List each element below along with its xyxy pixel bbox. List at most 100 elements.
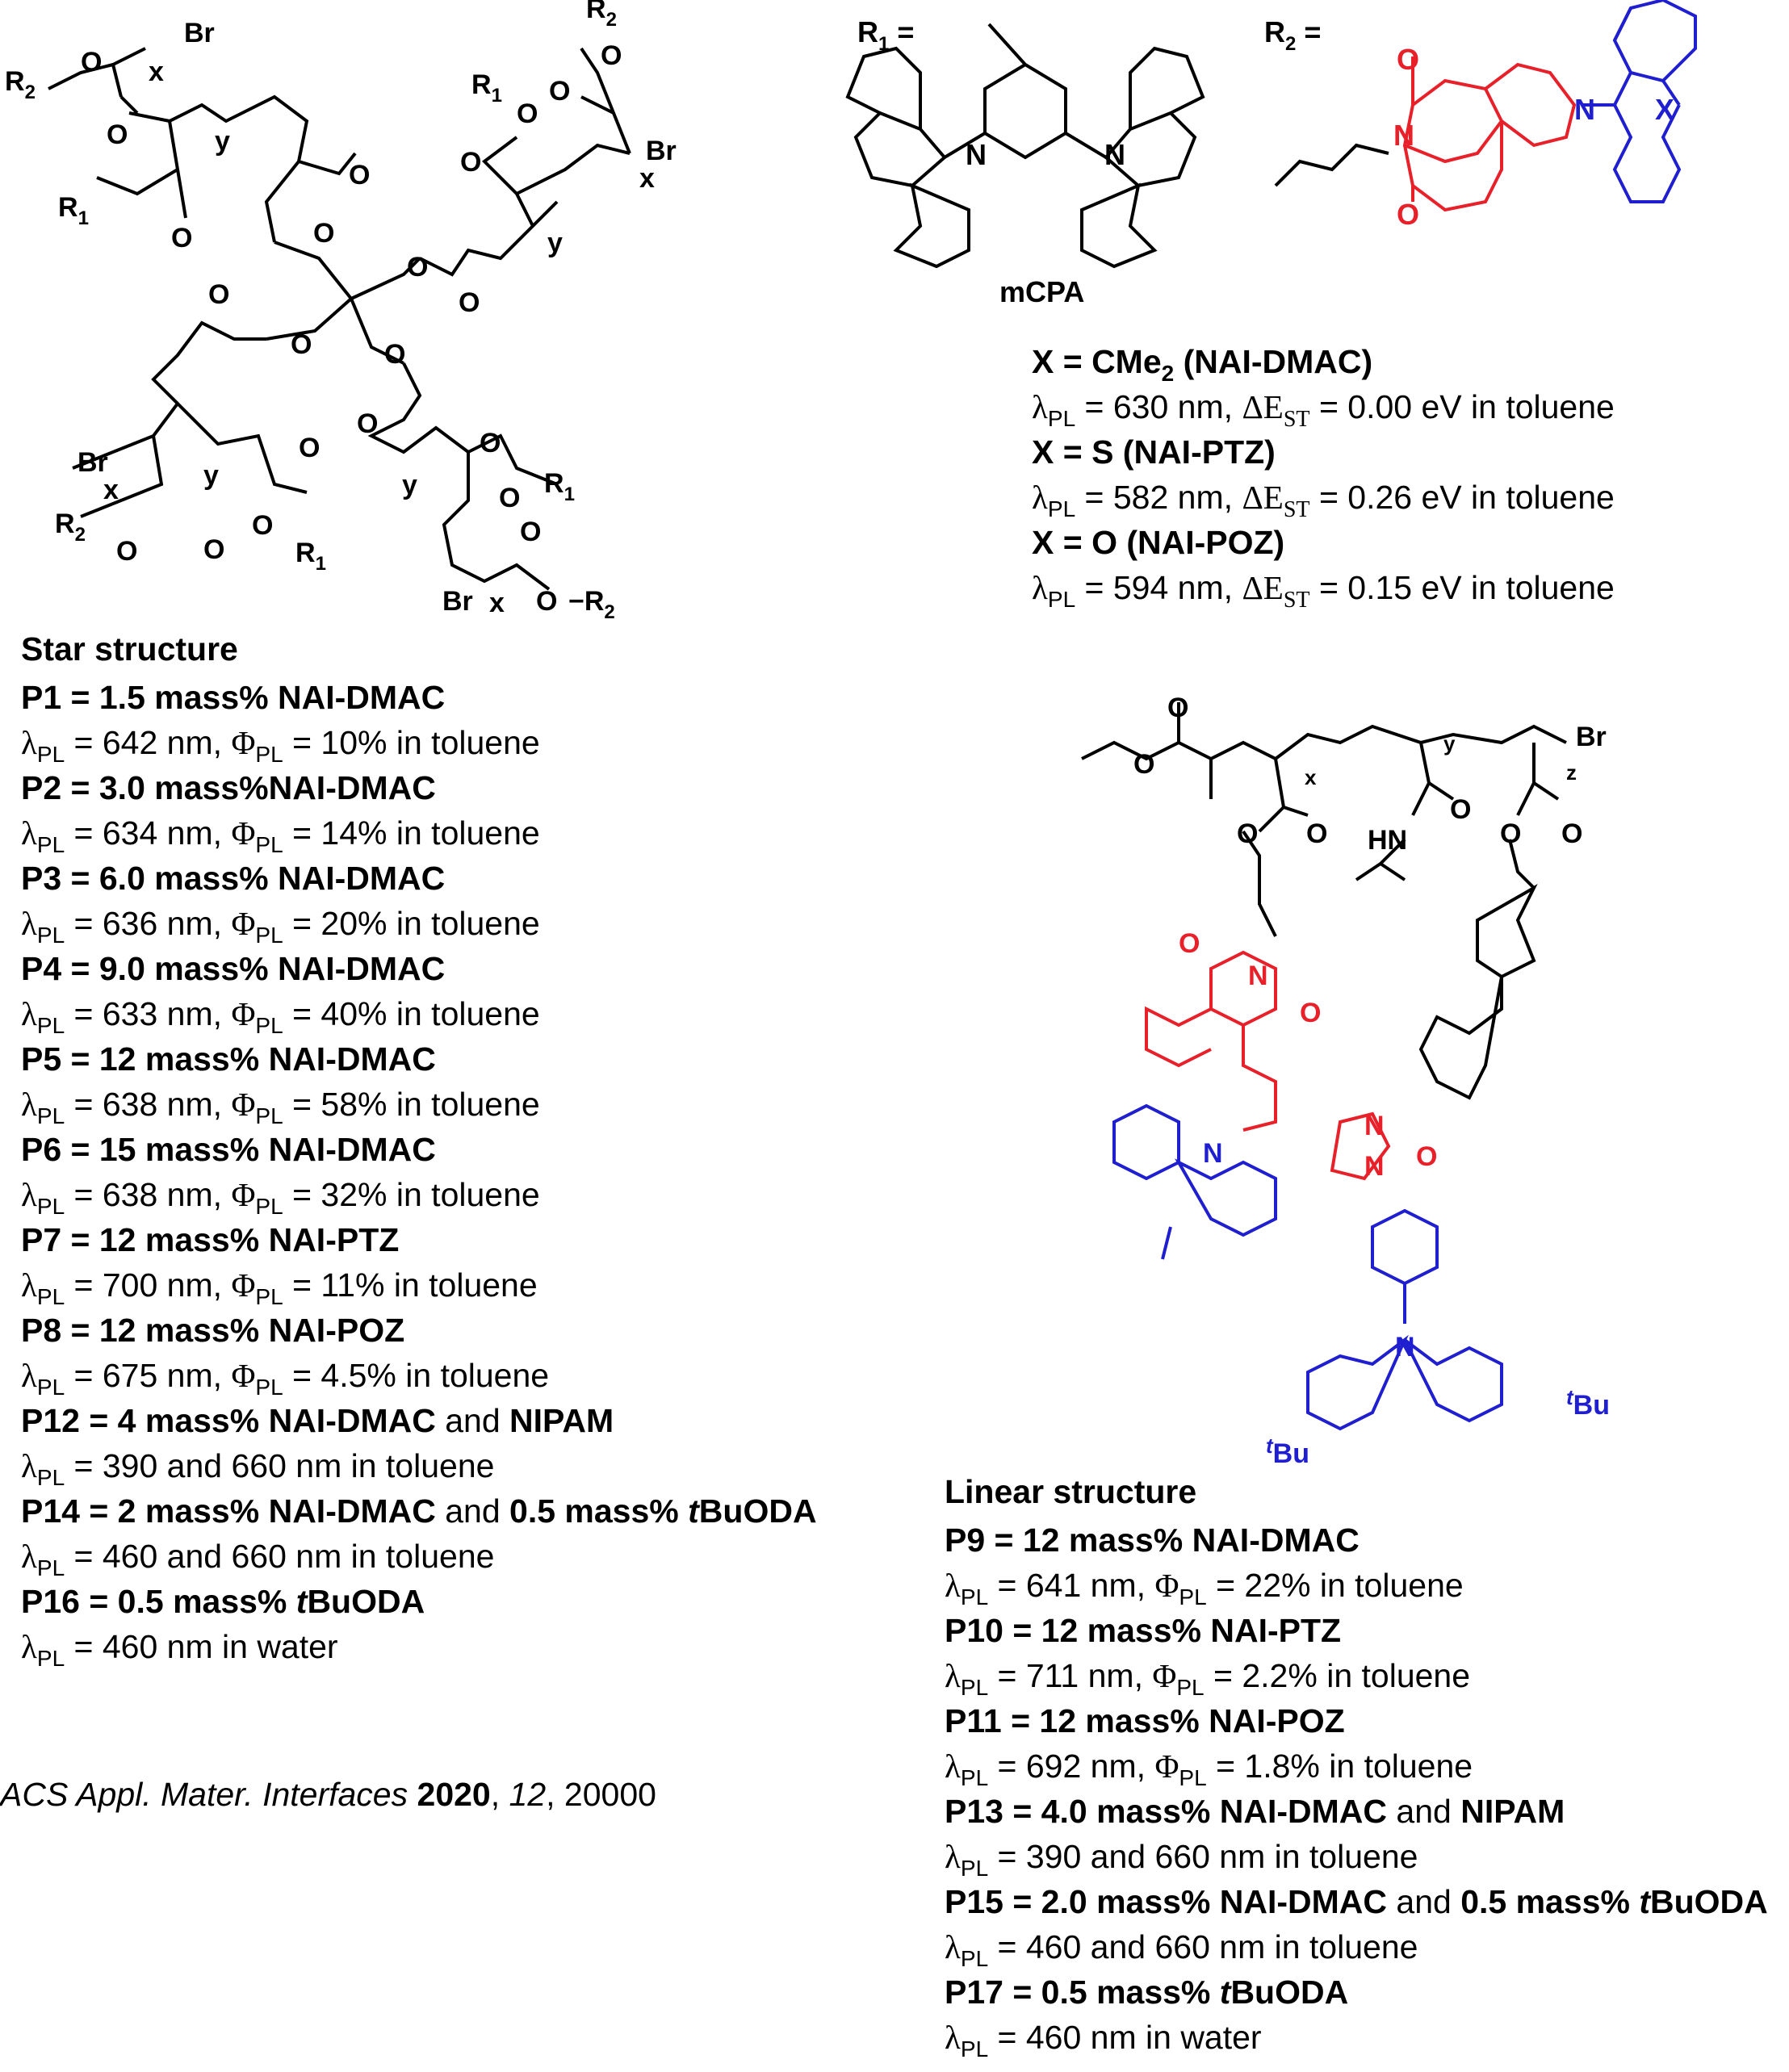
linear-polymer-labels: O O x y z Br O O O HN O O O N O N N O N … bbox=[1133, 693, 1610, 1469]
y-label-4: y bbox=[402, 470, 417, 500]
linear-polymer-structure bbox=[1081, 702, 1567, 1431]
polymer-label: P3 = 6.0 mass% NAI-DMAC bbox=[21, 860, 446, 897]
o-label-22: O bbox=[520, 517, 541, 547]
x-label-2: x bbox=[639, 163, 655, 194]
polymer-label: P2 = 3.0 mass%NAI-DMAC bbox=[21, 769, 436, 806]
tbu-label-1: tBu bbox=[1566, 1385, 1610, 1421]
nai-ptz-heading: X = S (NAI-PTZ) bbox=[1032, 433, 1276, 471]
polymer-label: P11 = 12 mass% NAI-POZ bbox=[945, 1702, 1345, 1739]
nai-o-label-1: O bbox=[1397, 43, 1419, 76]
r1-label-2: R1 bbox=[471, 69, 502, 107]
lin-o-label-8: O bbox=[1179, 928, 1200, 959]
lin-o-label-6: O bbox=[1500, 818, 1521, 849]
citation: ACS Appl. Mater. Interfaces 2020, 12, 20… bbox=[0, 1776, 656, 1813]
r2-label-2: R2 bbox=[586, 0, 617, 31]
polymer-values: λPL = 460 nm in water bbox=[21, 1628, 338, 1671]
o-label-6: O bbox=[601, 40, 622, 71]
polymer-label: P7 = 12 mass% NAI-PTZ bbox=[21, 1221, 400, 1258]
o-label-3: O bbox=[171, 223, 192, 253]
lin-o-label-5: O bbox=[1450, 794, 1471, 825]
o-label-14: O bbox=[384, 339, 405, 370]
lin-n-label-3: N bbox=[1364, 1151, 1385, 1182]
lin-o-label-10: O bbox=[1416, 1141, 1437, 1172]
nai-poz-values: λPL = 594 nm, ΔEST = 0.15 eV in toluene bbox=[1032, 569, 1615, 613]
star-structure-heading: Star structure bbox=[21, 630, 238, 668]
polymer-values: λPL = 460 and 660 nm in toluene bbox=[945, 1928, 1418, 1971]
o-label-15: O bbox=[357, 408, 378, 439]
lin-n-label-5: N bbox=[1395, 1332, 1415, 1362]
lin-n-label-4: N bbox=[1203, 1138, 1223, 1169]
x-label-3: x bbox=[103, 475, 119, 505]
r1-eq-label: R1= bbox=[857, 15, 914, 55]
o-label-18: O bbox=[203, 534, 224, 565]
x-label-1: x bbox=[149, 57, 164, 87]
lin-x-label: x bbox=[1305, 765, 1317, 789]
polymer-label: P15 = 2.0 mass% NAI-DMAC and 0.5 mass% t… bbox=[945, 1883, 1768, 1920]
polymer-label: P13 = 4.0 mass% NAI-DMAC and NIPAM bbox=[945, 1793, 1565, 1830]
o-label-12: O bbox=[208, 279, 229, 310]
lin-o-label-3: O bbox=[1237, 818, 1258, 849]
o-label-17: O bbox=[116, 536, 137, 567]
o-label-11: O bbox=[459, 287, 480, 318]
o-label-1: O bbox=[81, 47, 102, 77]
polymer-values: λPL = 460 nm in water bbox=[945, 2019, 1262, 2062]
x-label-4: x bbox=[489, 588, 505, 618]
nai-x-label: X bbox=[1655, 93, 1674, 126]
lin-n-label-2: N bbox=[1364, 1111, 1385, 1141]
polymer-label: P1 = 1.5 mass% NAI-DMAC bbox=[21, 679, 446, 716]
lin-hn-label: HN bbox=[1368, 825, 1407, 856]
r2-label-4: −R2 bbox=[568, 586, 615, 623]
o-label-9: O bbox=[460, 147, 481, 178]
mcpa-n-label-2: N bbox=[1104, 138, 1125, 171]
polymer-values: λPL = 675 nm, ΦPL = 4.5% in toluene bbox=[21, 1357, 550, 1400]
o-label-2: O bbox=[107, 119, 128, 150]
mcpa-structure bbox=[845, 23, 1205, 269]
polymer-values: λPL = 390 and 660 nm in toluene bbox=[21, 1447, 495, 1490]
lin-o-label-1: O bbox=[1167, 693, 1188, 723]
lin-o-label-7: O bbox=[1561, 818, 1582, 849]
polymer-label: P8 = 12 mass% NAI-POZ bbox=[21, 1312, 405, 1349]
tbu-label-2: tBu bbox=[1266, 1434, 1309, 1469]
polymer-values: λPL = 638 nm, ΦPL = 58% in toluene bbox=[21, 1086, 540, 1128]
o-label-4: O bbox=[349, 160, 370, 190]
polymer-values: λPL = 641 nm, ΦPL = 22% in toluene bbox=[945, 1567, 1464, 1609]
o-label-20: O bbox=[480, 428, 501, 458]
br-label-3: Br bbox=[78, 447, 108, 478]
y-label-1: y bbox=[215, 126, 230, 157]
polymer-values: λPL = 700 nm, ΦPL = 11% in toluene bbox=[21, 1266, 538, 1309]
nai-labels: R2= O N O N X bbox=[1264, 15, 1674, 231]
lin-o-label-2: O bbox=[1133, 749, 1154, 780]
o-label-8: O bbox=[517, 98, 538, 129]
nai-ptz-values: λPL = 582 nm, ΔEST = 0.26 eV in toluene bbox=[1032, 479, 1615, 522]
polymer-label: P12 = 4 mass% NAI-DMAC and NIPAM bbox=[21, 1402, 614, 1439]
r2-label-3: R2 bbox=[55, 509, 86, 546]
polymer-values: λPL = 638 nm, ΦPL = 32% in toluene bbox=[21, 1176, 540, 1219]
o-label-10: O bbox=[407, 252, 428, 283]
lin-y-label: y bbox=[1443, 731, 1456, 756]
polymer-label: P9 = 12 mass% NAI-DMAC bbox=[945, 1522, 1360, 1559]
r2-label-1: R2 bbox=[5, 66, 36, 103]
linear-structure-list: Linear structure P9 = 12 mass% NAI-DMAC λ… bbox=[945, 1466, 1768, 2062]
polymer-label: P10 = 12 mass% NAI-PTZ bbox=[945, 1612, 1342, 1649]
polymer-values: λPL = 460 and 660 nm in toluene bbox=[21, 1538, 495, 1580]
linear-structure-heading: Linear structure bbox=[945, 1473, 1197, 1510]
polymer-values: λPL = 642 nm, ΦPL = 10% in toluene bbox=[21, 724, 540, 767]
polymer-values: λPL = 633 nm, ΦPL = 40% in toluene bbox=[21, 995, 540, 1038]
nai-donor-n-label: N bbox=[1574, 93, 1595, 126]
br-label-1: Br bbox=[184, 18, 215, 48]
o-label-19: O bbox=[252, 510, 273, 541]
nai-dmac-values: λPL = 630 nm, ΔEST = 0.00 eV in toluene bbox=[1032, 388, 1615, 432]
r1-label-4: R1 bbox=[544, 468, 575, 505]
star-structure-list: Star structure P1 = 1.5 mass% NAI-DMAC λP… bbox=[21, 623, 817, 1671]
lin-o-label-9: O bbox=[1300, 998, 1321, 1028]
nai-o-label-2: O bbox=[1397, 198, 1419, 231]
r1-label-1: R1 bbox=[58, 192, 89, 229]
nai-poz-heading: X = O (NAI-POZ) bbox=[1032, 524, 1285, 561]
polymer-label: P4 = 9.0 mass% NAI-DMAC bbox=[21, 950, 446, 987]
lin-o-label-4: O bbox=[1306, 818, 1327, 849]
y-label-3: y bbox=[203, 460, 219, 491]
polymer-values: λPL = 692 nm, ΦPL = 1.8% in toluene bbox=[945, 1748, 1473, 1790]
o-label-5: O bbox=[313, 218, 334, 249]
nai-donor-list: X = CMe2 (NAI-DMAC) λPL = 630 nm, ΔEST =… bbox=[1032, 339, 1615, 613]
polymer-values: λPL = 390 and 660 nm in toluene bbox=[945, 1838, 1418, 1881]
